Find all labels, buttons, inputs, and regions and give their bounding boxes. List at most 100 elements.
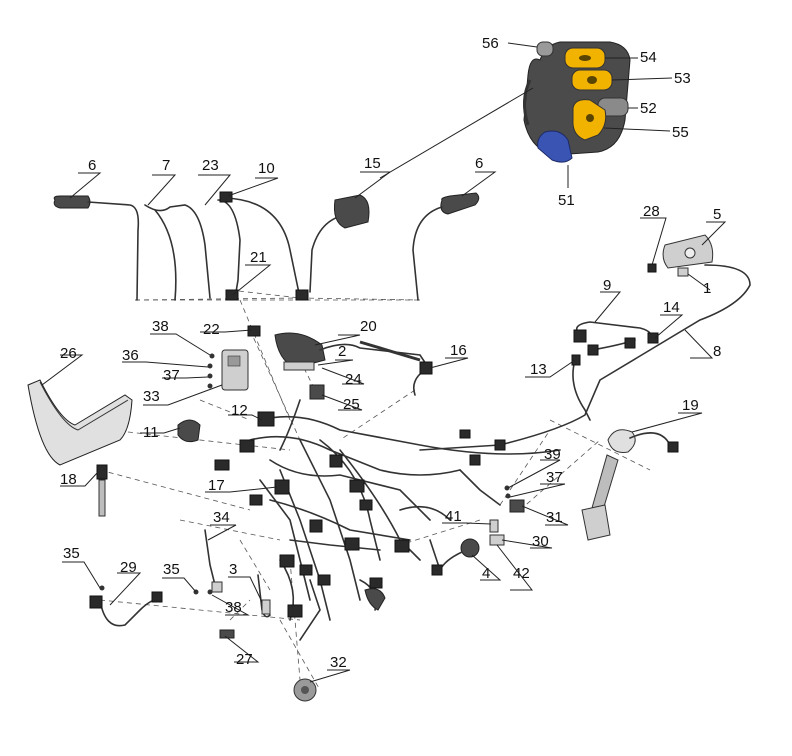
callout-12: 12 — [231, 402, 248, 419]
relay-11-icon — [177, 419, 201, 443]
sensor-18-icon — [96, 464, 108, 480]
switch-4-icon — [460, 538, 480, 558]
callout-56: 56 — [482, 35, 499, 52]
callout-38-bottom: 38 — [225, 599, 242, 616]
sensor-25-icon — [309, 384, 325, 400]
screw-37-icon — [207, 373, 213, 379]
callout-55: 55 — [672, 124, 689, 141]
screw-38-icon — [209, 353, 215, 359]
left-grip-icon — [53, 195, 91, 209]
sensor-29-icon — [89, 595, 103, 609]
cover-26-icon — [27, 379, 133, 466]
callout-39: 39 — [544, 446, 561, 463]
switch-31-icon — [509, 499, 525, 513]
callout-19: 19 — [682, 397, 699, 414]
callout-37-right: 37 — [546, 469, 563, 486]
screw-37b-icon — [505, 493, 511, 499]
callout-42: 42 — [513, 565, 530, 582]
sub-harness — [571, 321, 659, 421]
callout-13: 13 — [530, 361, 547, 378]
callout-5: 5 — [713, 206, 721, 223]
callout-26: 26 — [60, 345, 77, 362]
connector-9-icon — [573, 329, 587, 343]
callout-30: 30 — [532, 533, 549, 550]
connector-17-icon — [274, 479, 290, 495]
callout-3: 3 — [229, 561, 237, 578]
sensor-3-icon — [261, 599, 271, 615]
callout-17: 17 — [208, 477, 225, 494]
callout-52: 52 — [640, 100, 657, 117]
callout-6-right: 6 — [475, 155, 483, 172]
callout-7: 7 — [162, 157, 170, 174]
right-grip-icon — [440, 192, 480, 215]
callout-2: 2 — [338, 343, 346, 360]
bracket-1-icon — [677, 267, 689, 277]
callout-41: 41 — [445, 508, 462, 525]
button-56-icon — [536, 41, 554, 57]
callout-20: 20 — [360, 318, 377, 335]
screw-36-icon — [207, 363, 213, 369]
callout-33: 33 — [143, 388, 160, 405]
callout-24: 24 — [345, 371, 362, 388]
callout-31: 31 — [546, 509, 563, 526]
left-components — [27, 332, 433, 517]
trigger-51-icon — [537, 130, 573, 163]
callout-53: 53 — [674, 70, 691, 87]
callout-34: 34 — [213, 509, 230, 526]
callout-14: 14 — [663, 299, 680, 316]
handlebar-switch-assembly — [379, 41, 631, 179]
callout-32: 32 — [330, 654, 347, 671]
sensor-19-icon — [607, 429, 636, 453]
leader-lines — [41, 42, 727, 683]
bracket-24-icon — [283, 361, 315, 371]
callout-4: 4 — [482, 565, 490, 582]
callout-1: 1 — [703, 280, 711, 297]
callout-11: 11 — [143, 424, 159, 441]
connector-10-icon — [219, 191, 233, 203]
callout-35-left: 35 — [63, 545, 80, 562]
callout-54: 54 — [640, 49, 657, 66]
connector-22-icon — [247, 325, 261, 337]
connector-12-icon — [257, 411, 275, 427]
callout-18: 18 — [60, 471, 77, 488]
screw-28-icon — [647, 263, 657, 273]
callout-22: 22 — [203, 321, 220, 338]
callout-36: 36 — [122, 347, 139, 364]
connector-13-icon — [571, 354, 581, 366]
screw-35a-icon — [99, 585, 105, 591]
callout-23: 23 — [202, 157, 219, 174]
callout-21: 21 — [250, 249, 267, 266]
callout-8: 8 — [713, 343, 721, 360]
switch-15-icon — [334, 194, 370, 229]
callout-27: 27 — [236, 651, 253, 668]
connector-16-icon — [419, 361, 433, 375]
handlebar-grips — [53, 192, 480, 301]
callout-38-top: 38 — [152, 318, 169, 335]
callout-15: 15 — [364, 155, 381, 172]
sensor-34-icon — [211, 581, 223, 593]
connector-14-icon — [647, 332, 659, 344]
bracket-42-icon — [489, 534, 505, 546]
callout-51: 51 — [558, 192, 575, 209]
screw-39-icon — [504, 485, 510, 491]
screw-38b-icon — [207, 589, 213, 595]
callout-28: 28 — [643, 203, 660, 220]
main-harness — [214, 399, 561, 641]
pin-41-icon — [489, 519, 499, 533]
bolt-27-icon — [219, 629, 235, 639]
callout-16: 16 — [450, 342, 467, 359]
handlebar-wires — [144, 191, 370, 337]
callout-6-left: 6 — [88, 157, 96, 174]
connector-21-icon — [225, 289, 239, 301]
right-components — [431, 429, 679, 576]
instrument-cluster — [419, 234, 751, 451]
callout-9: 9 — [603, 277, 611, 294]
horn-20-icon — [274, 332, 326, 369]
callout-37-left: 37 — [163, 367, 180, 384]
callout-25: 25 — [343, 396, 360, 413]
callout-10: 10 — [258, 160, 275, 177]
callout-29: 29 — [120, 559, 137, 576]
callout-35-mid: 35 — [163, 561, 180, 578]
